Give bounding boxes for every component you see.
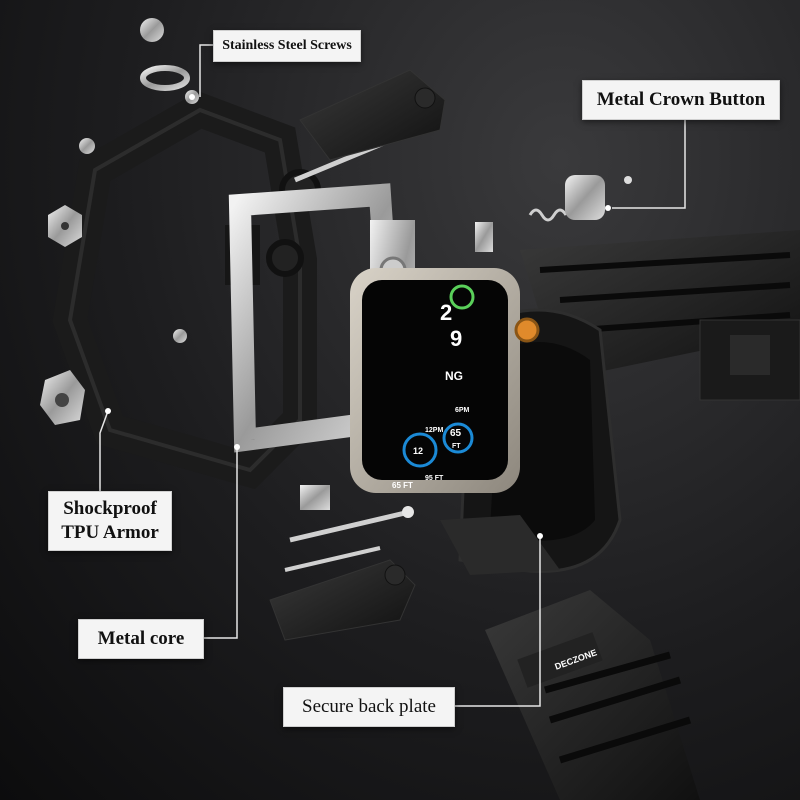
watch-time-12pm: 12PM <box>425 427 443 434</box>
shockproof-line-1: Shockproof <box>63 498 157 519</box>
watch-top-text: NG <box>445 369 463 383</box>
bottom-lug-icon <box>269 559 416 641</box>
secure-back-plate-label: Secure back plate <box>283 687 455 727</box>
watch-bottom-text: 65 FT <box>392 481 413 490</box>
latch-icon <box>40 370 85 425</box>
shockproof-line-2: TPU Armor <box>61 522 159 543</box>
watch-icon: 2 9 NG 12 12PM 6PM 65 FT 65 FT 95 FT <box>350 268 540 493</box>
top-lug-icon <box>299 69 446 161</box>
watch-altitude-value: 65 <box>450 428 462 439</box>
watch-time-6pm: 6PM <box>455 407 470 414</box>
watch-bottom-text-2: 95 FT <box>425 475 444 482</box>
crown-icon <box>565 175 632 220</box>
watch-altitude-unit: FT <box>452 443 461 450</box>
stainless-steel-screws-label: Stainless Steel Screws <box>213 30 361 62</box>
watch-hour-digit: 2 <box>440 300 452 325</box>
watch-hour-digit-2: 9 <box>450 326 462 351</box>
hex-lug-icon <box>48 205 82 247</box>
shockproof-tpu-armor-label: Shockproof TPU Armor <box>48 491 172 551</box>
watch-time-12: 12 <box>413 446 423 456</box>
tpu-armor-frame-icon: MENU <box>52 91 321 490</box>
screw-icon <box>79 18 199 343</box>
bottom-strap-icon: DECZONE <box>485 590 700 800</box>
leader-dots <box>105 94 611 539</box>
watch-crown-icon <box>514 317 540 343</box>
leader-lines <box>99 44 686 707</box>
metal-core-label: Metal core <box>78 619 204 659</box>
spring-icon <box>475 208 568 252</box>
metal-crown-button-label: Metal Crown Button <box>582 80 780 120</box>
